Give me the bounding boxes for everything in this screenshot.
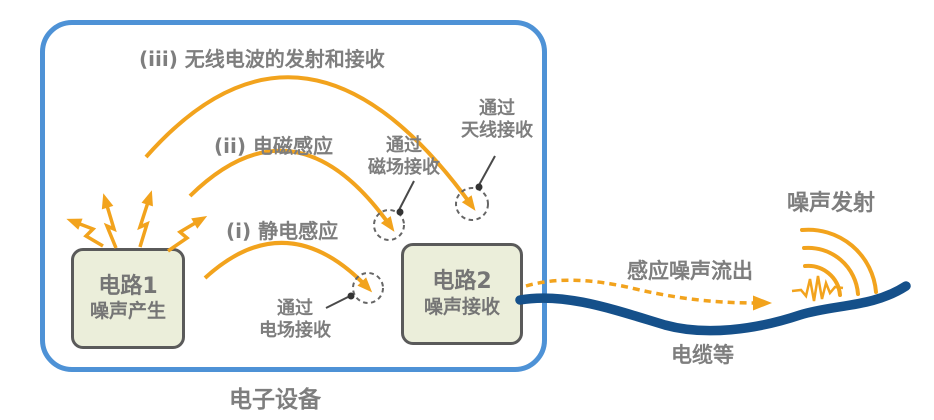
circuit1-title: 电路1 [98, 273, 158, 299]
antenna-receive-label: 通过 天线接收 [461, 98, 533, 141]
cable-curve [515, 281, 911, 336]
circuit1-box: 电路1 噪声产生 [71, 248, 185, 349]
circuit2-subtitle: 噪声接收 [423, 295, 500, 318]
callout-pointers [325, 155, 496, 309]
circuit2-title: 电路2 [432, 269, 492, 295]
noise-emission-label: 噪声发射 [787, 191, 876, 216]
receive-point-icon [352, 187, 489, 304]
electromagnetic-path-label: (ii) 电磁感应 [214, 134, 333, 158]
coupling-arc-electromagnetic [188, 148, 395, 232]
noise-waveform-icon [791, 275, 844, 302]
noise-outflow-arrow [525, 278, 772, 311]
coupling-arc-radio [144, 75, 476, 211]
coupling-arc-electrostatic [203, 240, 373, 293]
cable-label: 电缆等 [671, 343, 734, 367]
callout-dots [347, 183, 483, 300]
electrostatic-path-label: (i) 静电感应 [226, 219, 339, 243]
lightning-bolt-icon [66, 190, 208, 253]
radiated-waves-icon [800, 227, 878, 297]
circuit2-box: 电路2 噪声接收 [401, 243, 523, 345]
radio-path-label: (iii) 无线电波的发射和接收 [139, 47, 385, 71]
circuit1-subtitle: 噪声产生 [89, 300, 166, 323]
device-label: 电子设备 [229, 387, 321, 413]
magnetic-receive-label: 通过 磁场接收 [368, 135, 440, 178]
noise-outflow-label: 感应噪声流出 [627, 259, 753, 283]
electric-receive-label: 通过 电场接收 [259, 298, 331, 341]
